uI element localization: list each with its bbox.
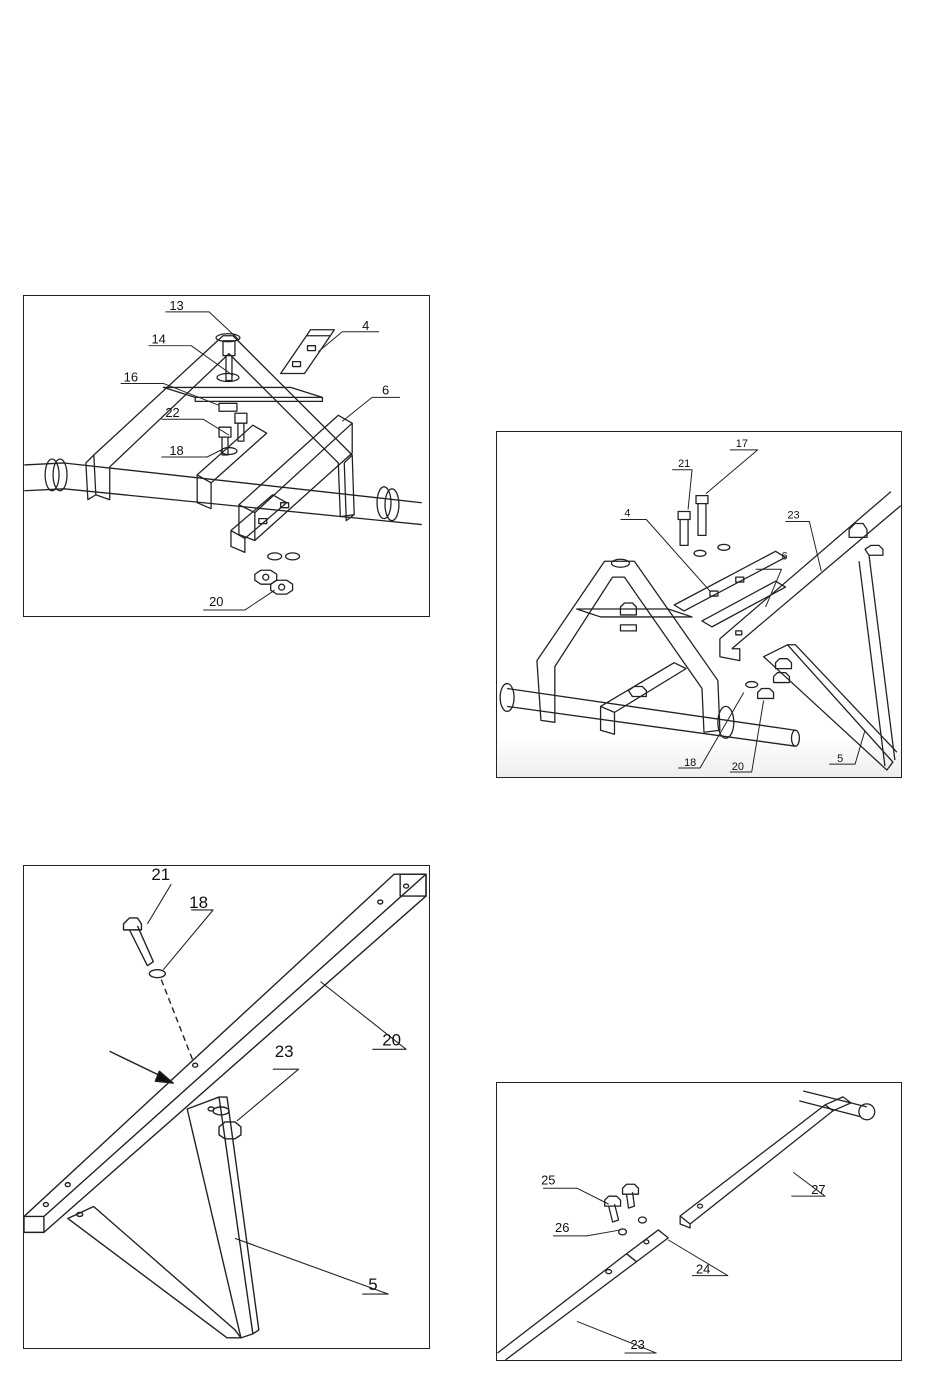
nut-16 xyxy=(219,403,237,411)
axle-bracket-drawing: 13 14 16 22 18 4 6 20 xyxy=(24,296,429,616)
nut-26b xyxy=(638,1217,646,1223)
label-23: 23 xyxy=(787,509,799,521)
label-22: 22 xyxy=(165,405,179,420)
label-18: 18 xyxy=(684,757,696,769)
label-20: 23 xyxy=(275,1042,294,1061)
label-27: 27 xyxy=(811,1182,825,1197)
channel-part-6 xyxy=(239,415,352,540)
label-4: 4 xyxy=(624,508,630,520)
tube-24 xyxy=(627,1230,669,1262)
bolt-22b xyxy=(235,413,247,441)
bolt-21 xyxy=(124,918,154,966)
label-20: 20 xyxy=(209,594,223,609)
label-6: 6 xyxy=(382,382,389,397)
figure-handle-extension-assembly: 25 26 27 24 23 xyxy=(496,1082,902,1361)
label-18: 18 xyxy=(189,893,208,912)
nut-20b xyxy=(271,580,293,594)
bolt-25a xyxy=(605,1196,621,1222)
bolt-17 xyxy=(696,496,708,536)
label-13: 13 xyxy=(169,298,183,313)
nut-20 xyxy=(219,1122,241,1139)
label-21: 21 xyxy=(151,866,170,884)
label-5: 5 xyxy=(837,753,843,765)
label-26: 26 xyxy=(555,1220,569,1235)
a-frame-bracket xyxy=(94,336,354,517)
channel-part-6 xyxy=(702,581,786,627)
axle-collar-left xyxy=(500,684,514,712)
label-14: 14 xyxy=(151,332,165,347)
tube-23 xyxy=(720,492,901,661)
washer-17 xyxy=(718,544,730,550)
channel-part-4 xyxy=(281,330,335,374)
washer-18 xyxy=(149,970,165,978)
axle-collar-right xyxy=(377,487,391,519)
figure-frame-attachment-assembly: 21 17 23 4 6 18 20 5 xyxy=(496,431,902,778)
label-21: 21 xyxy=(678,458,690,470)
handle-extension-drawing: 25 26 27 24 23 xyxy=(497,1083,901,1360)
label-6: 6 xyxy=(782,550,788,562)
channel-lower-left xyxy=(601,663,687,735)
assembly-guide-line xyxy=(161,980,193,1062)
nut-20a xyxy=(758,689,774,699)
label-23: 20 xyxy=(382,1030,401,1049)
label-17: 17 xyxy=(736,438,748,450)
label-4: 4 xyxy=(362,318,369,333)
washer-21 xyxy=(694,550,706,556)
label-18: 18 xyxy=(169,443,183,458)
washer-20a xyxy=(268,553,282,560)
label-25: 25 xyxy=(541,1172,555,1187)
bolt-25b xyxy=(623,1184,639,1208)
frame-attachment-drawing: 21 17 23 4 6 18 20 5 xyxy=(497,432,901,777)
figure-frame-tube-detail: 21 18 20 23 5 xyxy=(23,865,430,1349)
channel-part-4 xyxy=(674,551,785,611)
label-16: 16 xyxy=(124,369,138,384)
tube-27 xyxy=(680,1105,833,1228)
tube-23-edge xyxy=(24,874,426,1232)
bolt-21 xyxy=(678,512,690,546)
handle-crossbar xyxy=(799,1091,867,1117)
label-24: 24 xyxy=(696,1262,710,1277)
label-23: 23 xyxy=(630,1337,644,1352)
tube-23 xyxy=(497,1254,636,1360)
axle-tube xyxy=(507,689,795,747)
label-5: 5 xyxy=(368,1275,377,1294)
leg-part-5-back xyxy=(859,555,895,766)
washer-18 xyxy=(746,682,758,688)
figure-axle-bracket-assembly: 13 14 16 22 18 4 6 20 xyxy=(23,295,430,617)
cross-plate xyxy=(577,609,692,617)
label-20: 20 xyxy=(732,761,744,773)
channel-left xyxy=(197,425,267,508)
axle-end xyxy=(791,730,799,746)
frame-tube-drawing: 21 18 20 23 5 xyxy=(24,866,429,1348)
